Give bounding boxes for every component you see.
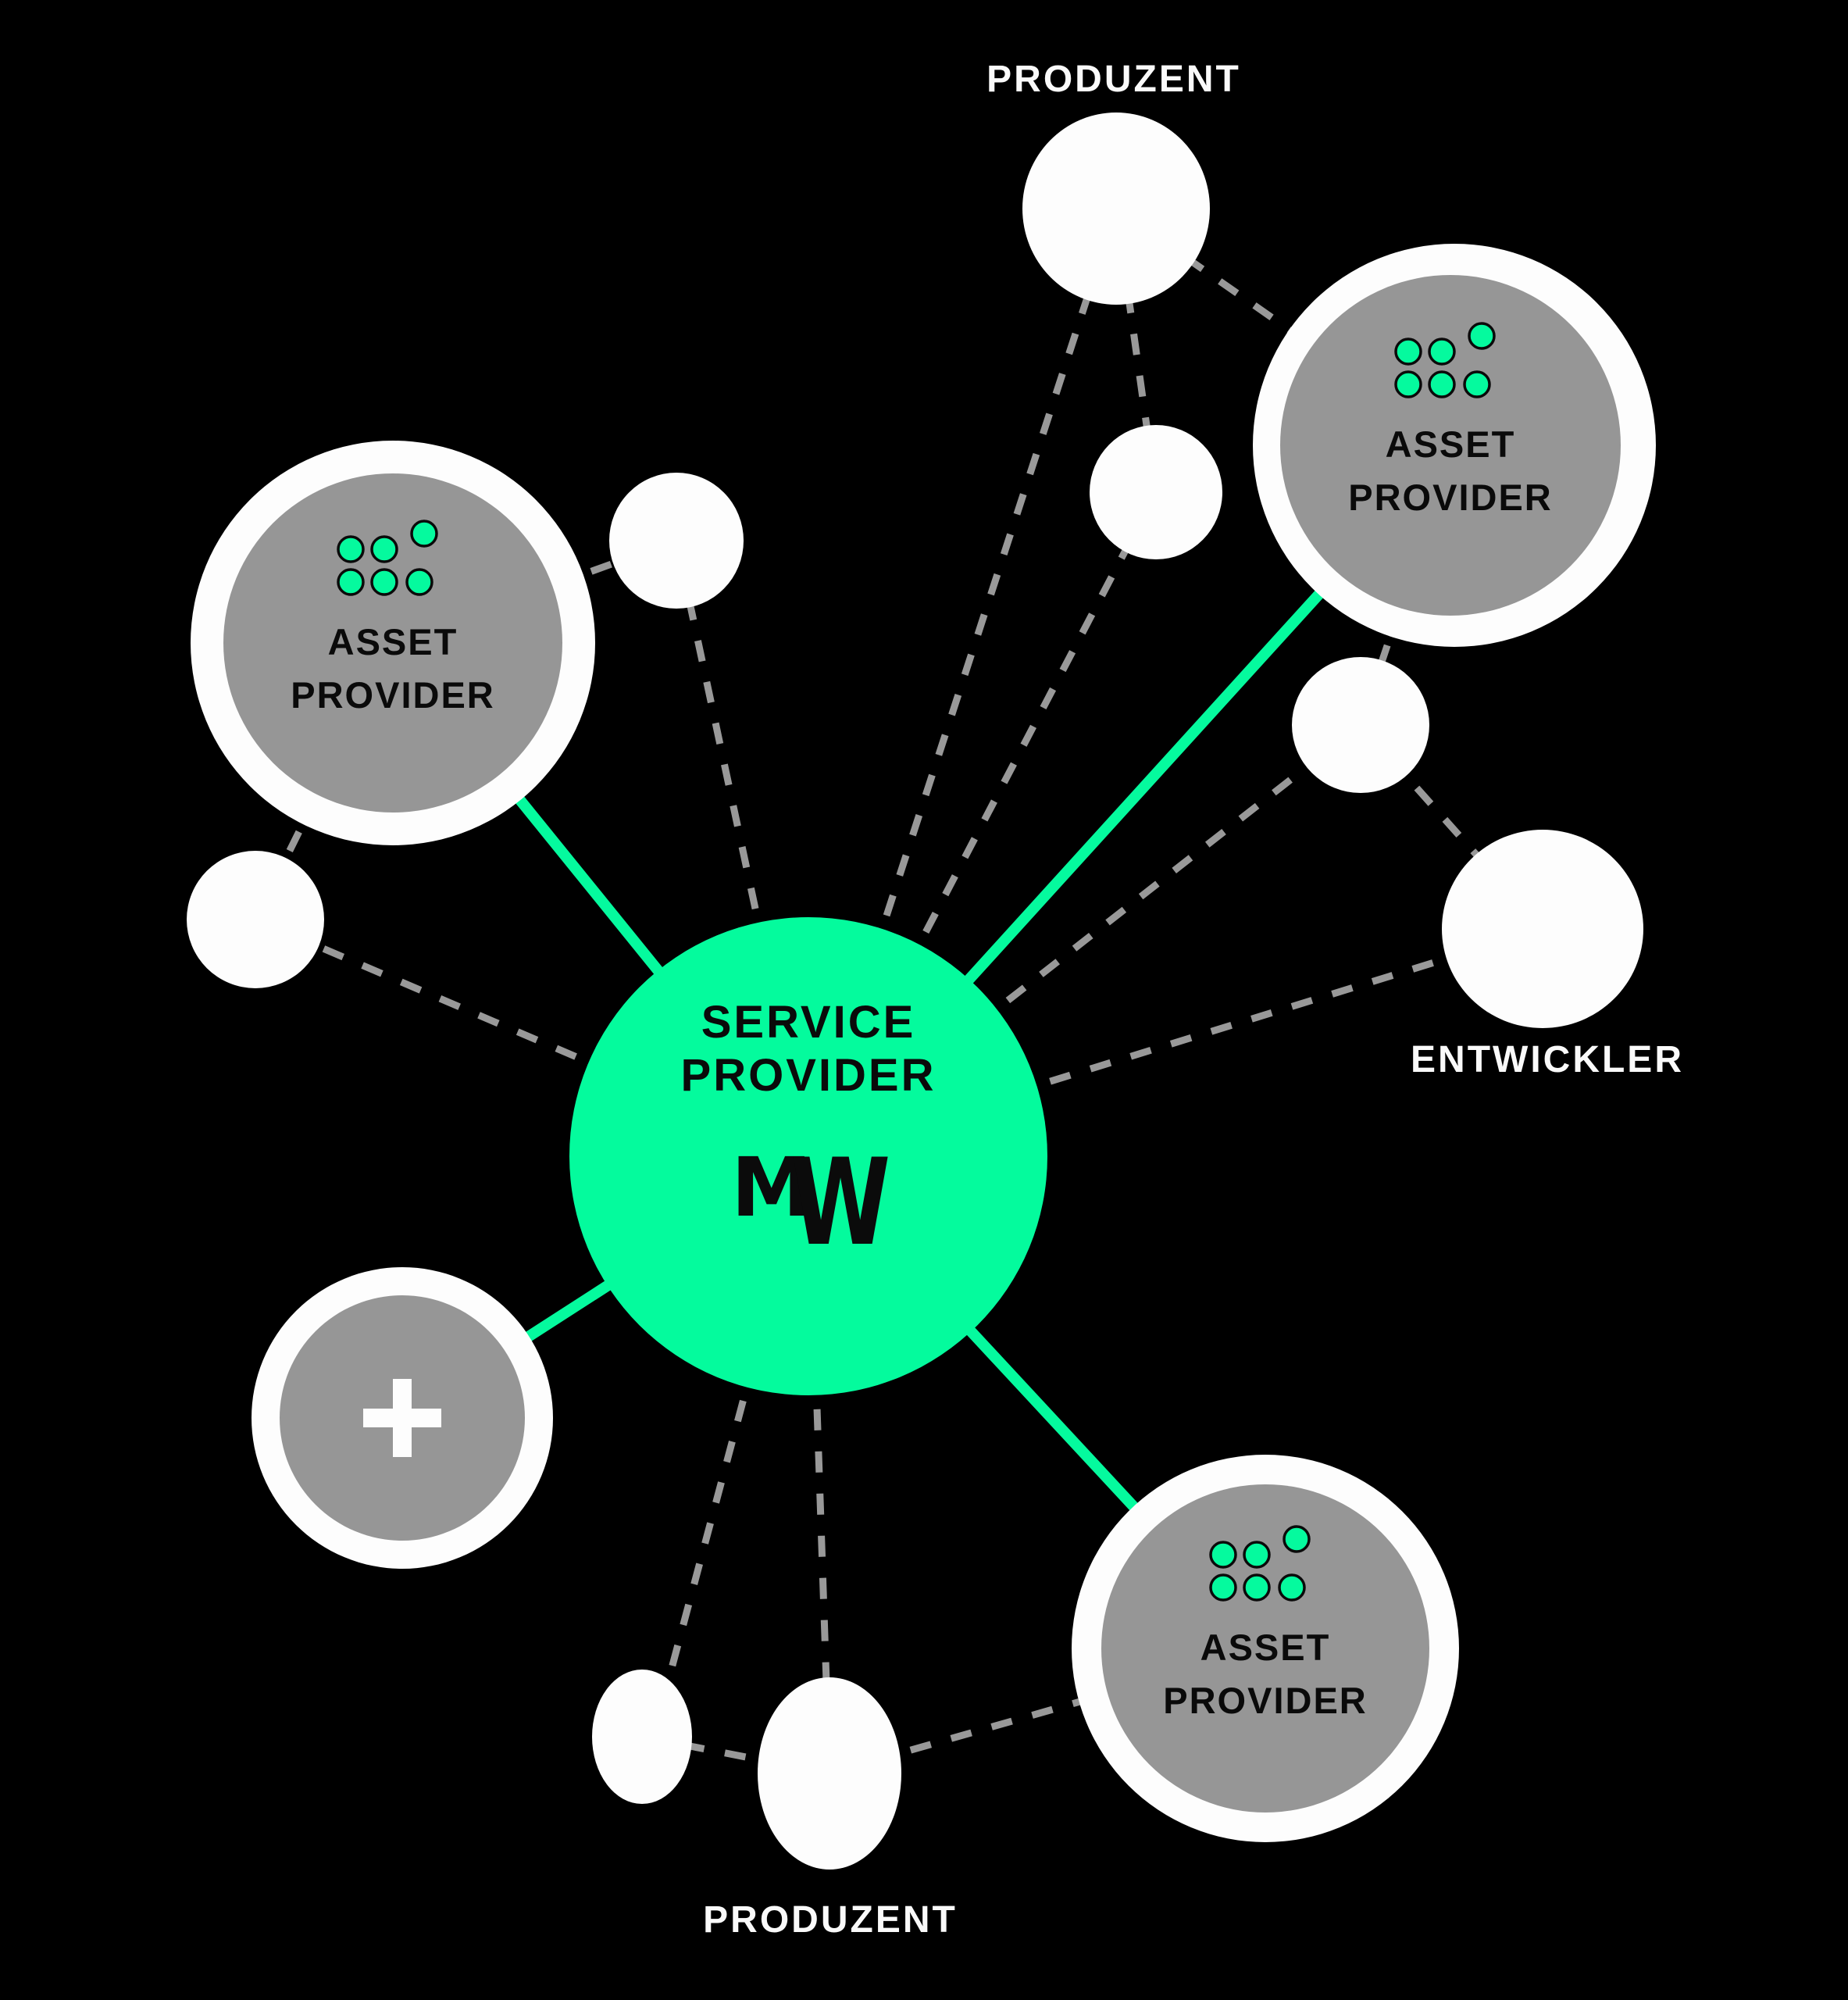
produzent-bottom-label: PRODUZENT bbox=[703, 1899, 958, 1941]
node-satellite-top bbox=[1090, 425, 1222, 559]
asset-provider-body bbox=[1280, 275, 1621, 616]
node-satellite-left bbox=[187, 851, 324, 988]
asset-provider-label-line1: ASSET bbox=[1200, 1627, 1331, 1668]
satellite-nodes bbox=[187, 112, 1643, 1870]
asset-provider-label-line1: ASSET bbox=[328, 621, 458, 662]
node-produzent-bottom-circle bbox=[758, 1677, 901, 1870]
node-entwickler-circle bbox=[1442, 830, 1643, 1028]
edge-bottom-mid-asset-bottom bbox=[828, 1645, 1267, 1777]
asset-provider-body bbox=[223, 473, 562, 812]
node-satellite-bottom-small bbox=[592, 1670, 692, 1804]
mw-logo-letter-w: W bbox=[790, 1134, 890, 1273]
node-asset-provider-top-right: ASSET PROVIDER bbox=[1253, 244, 1656, 647]
plus-icon bbox=[363, 1379, 441, 1457]
entwickler-label: ENTWICKLER bbox=[1411, 1039, 1684, 1080]
asset-dots-icon bbox=[337, 520, 438, 596]
produzent-top-label: PRODUZENT bbox=[986, 59, 1241, 100]
asset-provider-label-line1: ASSET bbox=[1386, 423, 1516, 465]
node-satellite-right bbox=[1292, 657, 1429, 793]
node-produzent-top-circle bbox=[1022, 112, 1210, 305]
edge-center-satellite-right bbox=[806, 722, 1363, 1159]
node-service-provider: SERVICE PROVIDER M W bbox=[569, 917, 1047, 1395]
node-satellite-left-top bbox=[609, 473, 744, 609]
asset-provider-label-line2: PROVIDER bbox=[291, 674, 495, 716]
node-asset-provider-left: ASSET PROVIDER bbox=[191, 441, 595, 845]
asset-provider-label-line2: PROVIDER bbox=[1163, 1680, 1368, 1721]
mw-logo: M W bbox=[731, 1134, 890, 1273]
asset-provider-body bbox=[1101, 1484, 1429, 1812]
edge-bottom-small-bottom-mid bbox=[641, 1733, 830, 1777]
service-provider-label-line2: PROVIDER bbox=[681, 1050, 936, 1101]
node-asset-provider-bottom-right: ASSET PROVIDER bbox=[1072, 1455, 1459, 1842]
node-add-provider bbox=[252, 1267, 553, 1569]
asset-dots-icon bbox=[1209, 1525, 1311, 1602]
service-provider-label-line1: SERVICE bbox=[701, 997, 916, 1048]
asset-provider-label-line2: PROVIDER bbox=[1348, 477, 1553, 518]
asset-dots-icon bbox=[1394, 322, 1496, 398]
service-provider-body bbox=[569, 917, 1047, 1395]
mw-logo-letter-m: M bbox=[731, 1140, 812, 1235]
outer-labels: PRODUZENT ENTWICKLER PRODUZENT bbox=[703, 59, 1684, 1941]
